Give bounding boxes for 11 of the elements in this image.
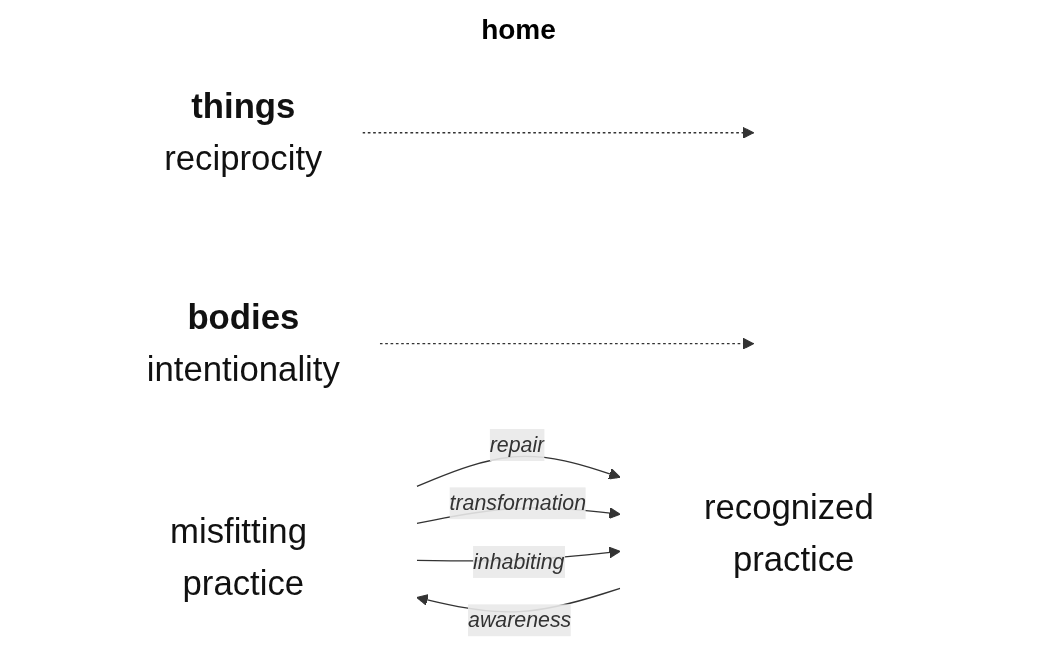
node-text: bodies intentionality [146,296,340,390]
center-label: home [481,14,556,46]
node-text: misfitting practice [170,511,307,604]
node-text: things reciprocity [164,86,323,179]
edge-label: transformation [449,491,587,515]
arrow [361,126,755,139]
node-text: recognized practice [703,486,874,579]
edge-label: repair [489,433,545,456]
edge-label: inhabiting [473,549,565,573]
arrow [379,337,755,350]
edge-label: awareness [468,608,572,631]
